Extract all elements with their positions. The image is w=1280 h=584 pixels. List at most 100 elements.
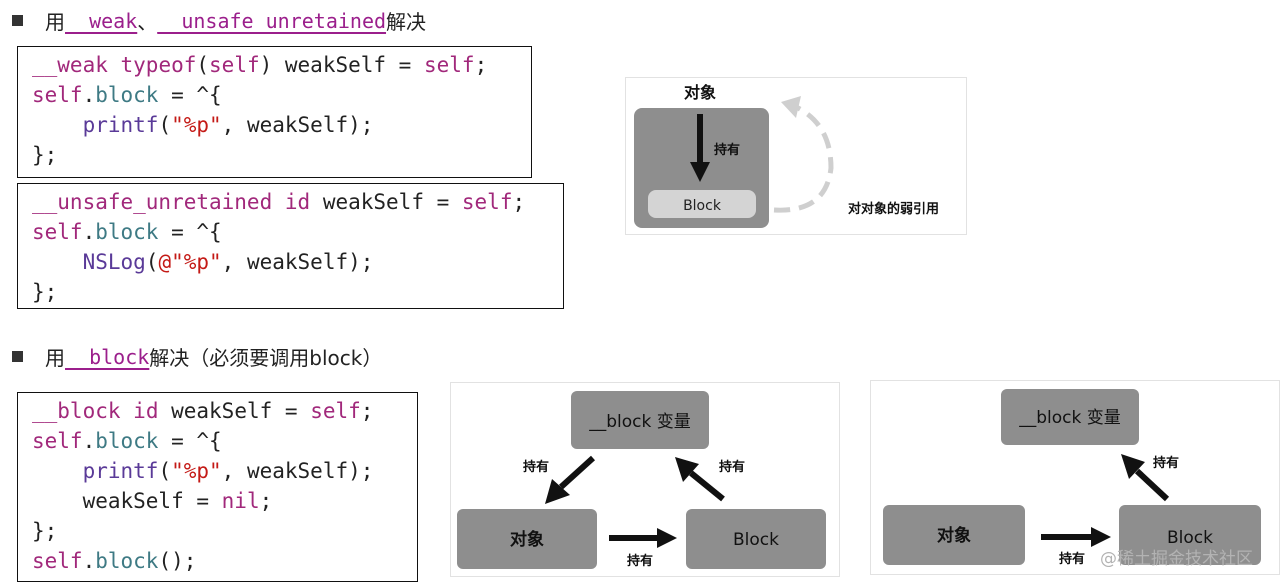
code-token: ; <box>360 399 374 423</box>
hold-arrow-bottom-icon <box>1091 527 1111 547</box>
code-line: weakSelf = nil; <box>32 486 417 516</box>
code-token: nil <box>221 489 260 513</box>
hold-label: 持有 <box>714 142 740 158</box>
code-token: }; <box>32 519 58 543</box>
code-token: typeof <box>120 53 197 77</box>
code-token: weakSelf = <box>310 190 462 214</box>
hold-label-right: 持有 <box>719 459 745 475</box>
code-token <box>32 459 83 483</box>
code-token: = ^{ <box>158 83 222 107</box>
code-token: "%p" <box>171 113 222 137</box>
code-token: self <box>32 429 83 453</box>
object-box <box>457 509 597 569</box>
block-var-box <box>1001 389 1139 445</box>
block-var-label: __block 变量 <box>1018 408 1121 428</box>
code-token: self <box>310 399 361 423</box>
code-token: NSLog <box>82 250 146 274</box>
watermark: @稀土掘金技术社区 <box>1100 549 1253 569</box>
code-block-block: __block id weakSelf = self;self.block = … <box>17 392 418 582</box>
code-token: ( <box>145 250 159 274</box>
code-token: . <box>82 83 96 107</box>
code-token <box>121 399 134 423</box>
code-token: , weakSelf); <box>221 250 374 274</box>
object-label: 对象 <box>937 525 971 546</box>
code-token: __weak <box>32 53 108 77</box>
code-token: ; <box>259 489 273 513</box>
heading-suffix: 解决（必须要调用block） <box>149 346 383 370</box>
block-box <box>686 509 826 569</box>
section-heading-weak: 用 __weak 、 __unsafe_unretained 解决 <box>12 6 426 35</box>
code-line: printf("%p", weakSelf); <box>32 110 531 140</box>
code-block-unsafe-unretained: __unsafe_unretained id weakSelf = self;s… <box>17 183 564 309</box>
code-token: weakSelf = <box>158 399 311 423</box>
code-token: printf <box>82 459 159 483</box>
code-token: __block <box>32 399 121 423</box>
code-token: self <box>461 190 513 214</box>
code-line: self.block = ^{ <box>32 426 417 456</box>
section-heading-block: 用 __block 解决（必须要调用block） <box>12 342 382 371</box>
code-token: = ^{ <box>158 429 222 453</box>
heading-keyword-unsafe-unretained: __unsafe_unretained <box>157 8 387 33</box>
code-token: @"%p" <box>158 250 222 274</box>
hold-arrow-right-icon <box>1121 454 1145 479</box>
code-line: __block id weakSelf = self; <box>32 396 417 426</box>
bullet-icon <box>12 15 23 26</box>
code-token: ; <box>512 190 526 214</box>
heading-text: 用 <box>45 10 65 34</box>
code-token: block <box>95 429 159 453</box>
code-token: weakSelf = <box>32 489 222 513</box>
block-label: Block <box>733 530 779 550</box>
code-token <box>32 113 83 137</box>
code-token: self <box>209 53 260 77</box>
code-token: ( <box>196 53 210 77</box>
heading-keyword-block: __block <box>65 344 150 369</box>
weak-ref-label: 对对象的弱引用 <box>848 201 939 217</box>
object-label: 对象 <box>510 529 544 550</box>
hold-arrow-bottom-icon <box>657 528 677 548</box>
code-token: . <box>82 549 96 573</box>
hold-arrow-left-icon <box>545 479 570 504</box>
hold-arrow-icon <box>690 162 710 182</box>
object-label: 对象 <box>684 83 716 102</box>
code-token: , weakSelf); <box>221 459 374 483</box>
hold-label-left: 持有 <box>523 459 549 475</box>
code-token: ) weakSelf = <box>259 53 424 77</box>
code-line: self.block(); <box>32 546 417 576</box>
diagram-block-cycle: __block 变量 对象 Block 持有 持有 持有 <box>450 382 840 577</box>
diagram-weak-reference: 对象 持有 Block 对对象的弱引用 <box>625 77 967 235</box>
code-block-weak: __weak typeof(self) weakSelf = self;self… <box>17 46 532 178</box>
code-token: = ^{ <box>158 220 222 244</box>
code-token: ( <box>158 459 172 483</box>
code-line: NSLog(@"%p", weakSelf); <box>32 247 563 277</box>
block-var-box <box>571 391 709 449</box>
heading-keyword-weak: __weak <box>65 8 138 33</box>
code-token <box>108 53 121 77</box>
code-token: }; <box>32 280 58 304</box>
code-token: block <box>95 220 159 244</box>
code-line: }; <box>32 140 531 170</box>
heading-suffix: 解决 <box>386 10 427 34</box>
code-token: self <box>32 549 83 573</box>
hold-label-bottom: 持有 <box>627 553 653 569</box>
code-line: printf("%p", weakSelf); <box>32 456 417 486</box>
block-var-label: __block 变量 <box>588 412 691 432</box>
code-token <box>272 190 285 214</box>
hold-arrow-right-icon <box>675 457 699 482</box>
code-line: self.block = ^{ <box>32 217 563 247</box>
heading-separator: 、 <box>137 10 158 34</box>
code-token: ( <box>158 113 172 137</box>
code-token: . <box>82 220 96 244</box>
code-line: }; <box>32 516 417 546</box>
heading-text: 用 <box>45 346 65 370</box>
diagram-block-broken-cycle: __block 变量 对象 Block 持有 持有 <box>870 380 1280 575</box>
code-line: }; <box>32 277 563 307</box>
object-box <box>883 505 1025 565</box>
block-box <box>1119 505 1261 565</box>
code-token: __unsafe_unretained <box>32 190 273 214</box>
code-token: self <box>32 220 83 244</box>
code-token: }; <box>32 143 58 167</box>
code-token <box>32 250 83 274</box>
weak-arrow-head-icon <box>781 96 801 118</box>
code-token: printf <box>82 113 159 137</box>
code-line: __weak typeof(self) weakSelf = self; <box>32 50 531 80</box>
